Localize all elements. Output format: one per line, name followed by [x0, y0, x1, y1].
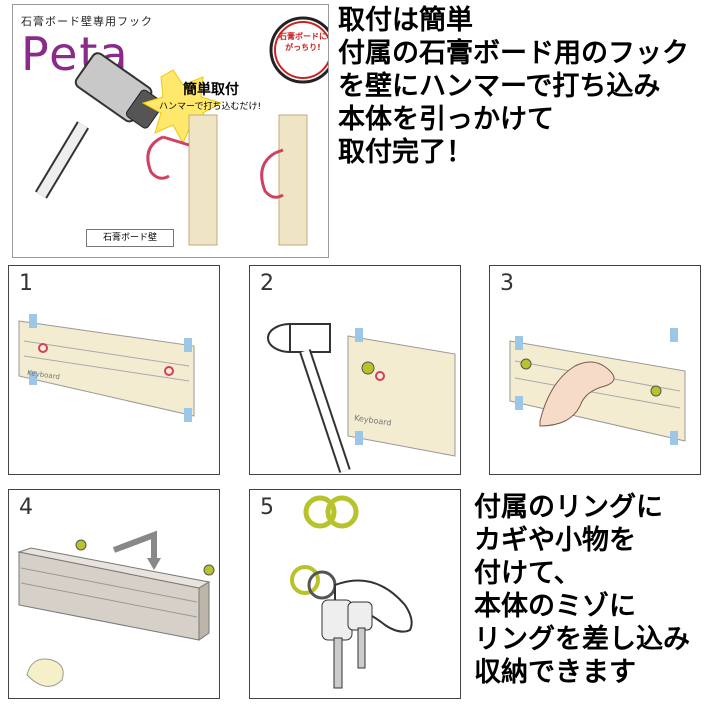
- step-number: 1: [19, 271, 33, 296]
- step-number: 5: [260, 495, 274, 520]
- outro-line: リングを差し込み: [474, 624, 690, 655]
- intro-text: 取付は簡単 付属の石膏ボード用のフック を壁にハンマーで打ち込み 本体を引っかけ…: [338, 4, 708, 169]
- intro-line: 本体を引っかけて: [338, 104, 554, 135]
- outro-line: 付属のリングに: [474, 492, 663, 523]
- step-3-panel: 3: [489, 265, 701, 475]
- outro-line: 収納できます: [474, 657, 636, 688]
- hammer-hook-illustration: [34, 16, 328, 246]
- hammer-step-illustration: [267, 323, 456, 473]
- hero-illustration: 石膏ボード壁専用フック Peta 簡単取付 ハンマーで打ち込むだけ! 石膏ボード…: [12, 4, 329, 258]
- step-1-panel: 1 Keyboard: [8, 265, 220, 475]
- board-mount-illustration: [17, 530, 215, 687]
- intro-line: 付属の石膏ボード用のフック: [338, 38, 689, 69]
- outro-line: カギや小物を: [474, 525, 636, 556]
- burst-title: 簡単取付: [183, 82, 239, 98]
- intro-line: を壁にハンマーで打ち込み: [338, 71, 661, 102]
- hand-hang-illustration: [509, 328, 686, 445]
- wall-label: 石膏ボード壁: [86, 229, 174, 247]
- burst-subtitle: ハンマーで打ち込むだけ!: [159, 102, 262, 112]
- step-number: 3: [500, 271, 514, 296]
- outro-line: 本体のミゾに: [474, 591, 636, 622]
- step-number: 4: [19, 495, 33, 520]
- intro-line: 取付は簡単: [338, 5, 473, 36]
- step-5-panel: 5: [249, 489, 461, 699]
- step-number: 2: [260, 271, 274, 296]
- badge-text: 石膏ボードに がっちり!: [279, 32, 327, 52]
- outro-line: 付けて、: [474, 558, 581, 589]
- step-2-panel: 2 Keyboard: [249, 265, 461, 475]
- hero-caption: 石膏ボード壁専用フック: [21, 15, 153, 28]
- intro-line: 取付完了！: [338, 137, 473, 168]
- outro-text: 付属のリングに カギや小物を 付けて、 本体のミゾに リングを差し込み 収納でき…: [474, 491, 709, 689]
- board-illustration: [18, 314, 195, 422]
- keys-ring-illustration: [290, 495, 413, 689]
- step-4-panel: 4: [8, 489, 220, 699]
